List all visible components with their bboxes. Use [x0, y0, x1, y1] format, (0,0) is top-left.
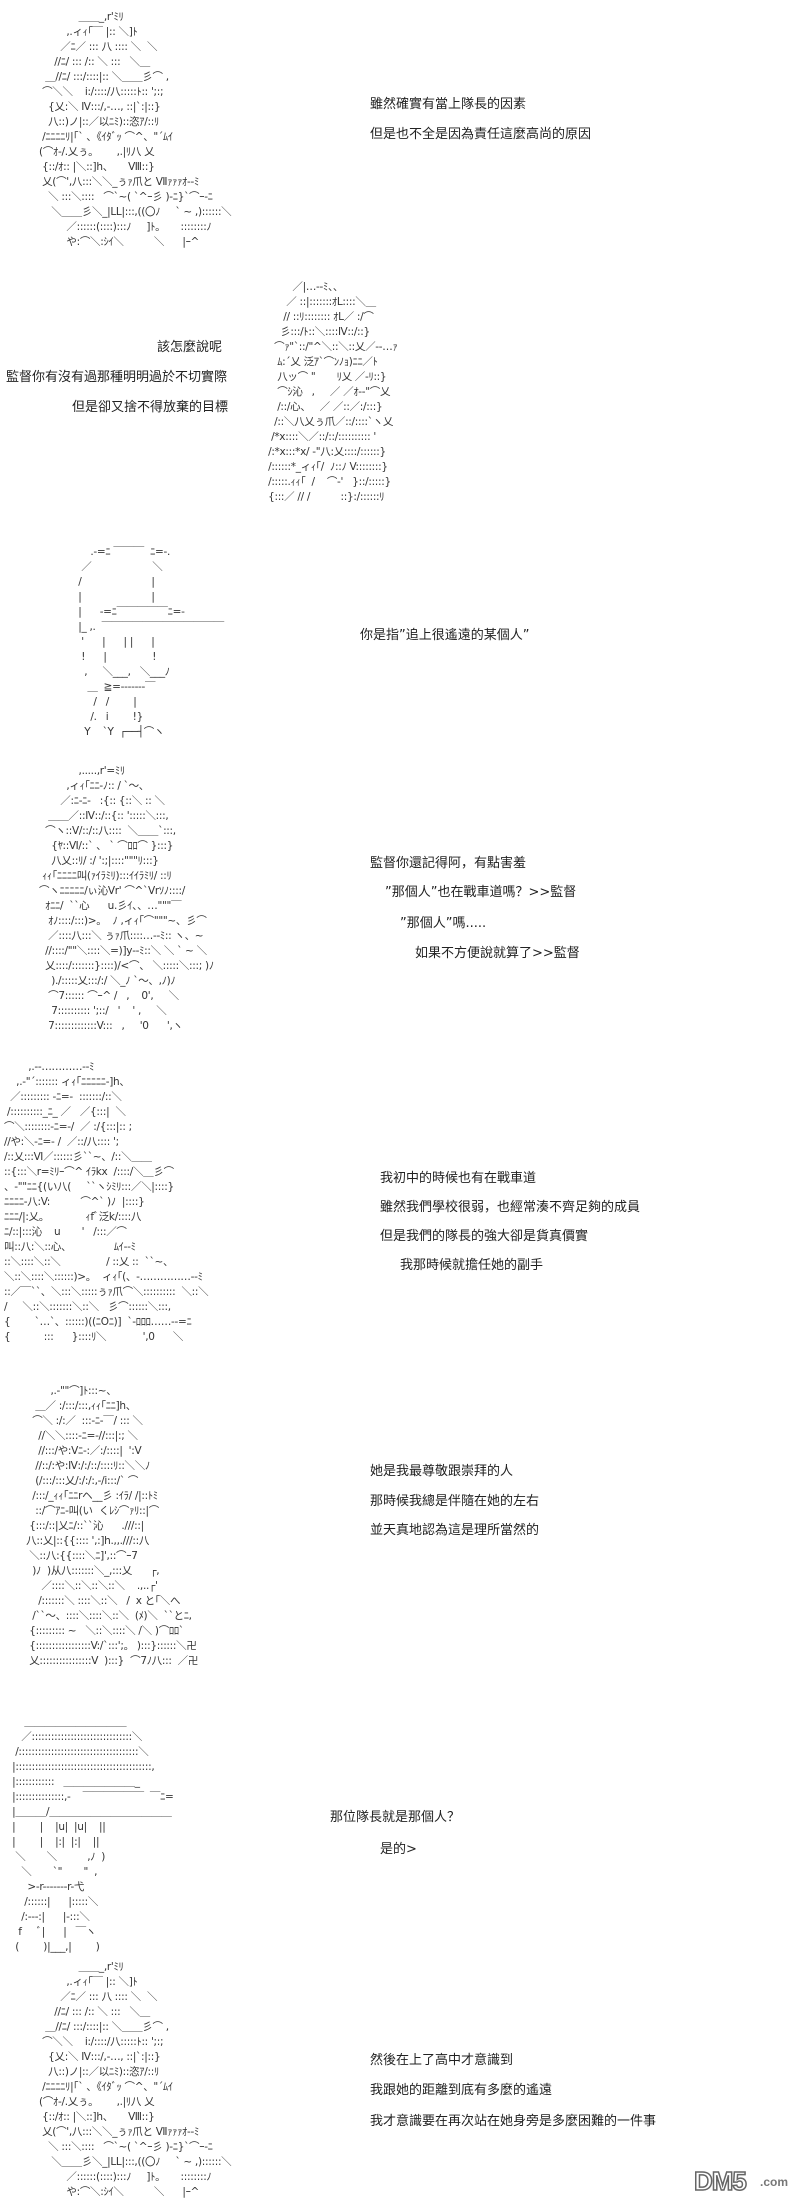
dialogue-line: 你是指”追上很遙遠的某個人” — [360, 628, 530, 644]
dialogue-line: 該怎麼說呢 — [157, 340, 223, 356]
dialogue-line: 我那時候就擔任她的副手 — [400, 1258, 544, 1274]
dialogue-line: 我才意識要在再次站在她身旁是多麼困難的一件事 — [370, 2114, 657, 2130]
dialogue-line: 並天真地認為這是理所當然的 — [370, 1523, 540, 1539]
dialogue-line: 但是卻又捨不得放棄的目標 — [72, 400, 229, 416]
dialogue-line: 但是也不全是因為責任這麼高尚的原因 — [370, 127, 592, 143]
dialogue-line: 我跟她的距離到底有多麼的遙遠 — [370, 2083, 553, 2099]
dialogue-line: 監督你還記得阿，有點害羞 — [370, 856, 527, 872]
ascii-art-character-7: ＿＿＿＿＿＿＿＿＿＿ ／::::::::::::::::::::::::::::… — [12, 1716, 174, 1953]
dialogue-line: ”那個人”嗎..... — [400, 916, 487, 932]
watermark-brand: DM5 — [693, 2165, 747, 2197]
ascii-art-character-8: ＿＿_,r'ﾐﾘ ,.ィｨ｢￣ |:: ＼]ﾄ ／ﾆ／ ::: 八 :::: ＼… — [39, 1961, 232, 2198]
ascii-art-character-2: ／|…‐‐ﾐ、、 ／ ::|:::::::ｵL::::＼＿ // ::ﾘ::::… — [268, 281, 398, 503]
ascii-art-character-6: ,.-""⌒]ﾄ:::~、 ＿／ :/:::/:::,ｨｨ｢ﾆﾆ]h、 ⌒＼ :… — [26, 1385, 199, 1667]
dialogue-line: 那位隊長就是那個人？ — [330, 1810, 461, 1826]
dialogue-line: 然後在上了高中才意識到 — [370, 2053, 514, 2069]
dialogue-line: 雖然我們學校很弱，也經常湊不齊足夠的成員 — [380, 1200, 641, 1216]
dialogue-line: 是的> — [380, 1842, 417, 1858]
ascii-art-character-3: .-=ﾆ ￣￣￣ ﾆ=-. ／ ＼ / | | | | -=ﾆ￣￣￣￣￣ﾆ=- … — [78, 546, 225, 738]
ascii-art-character-1: ＿＿_,r'ﾐﾘ ,.ィｨ｢￣ |:: ＼]ﾄ ／ﾆ／ ::: 八 :::: ＼… — [39, 11, 232, 248]
watermark-domain: .com — [760, 2175, 789, 2189]
dialogue-line: 她是我最尊敬跟崇拜的人 — [370, 1464, 514, 1480]
dialogue-line: 但是我們的隊長的強大卻是貨真價實 — [380, 1229, 589, 1245]
dialogue-line: 雖然確實有當上隊長的因素 — [370, 97, 527, 113]
dialogue-line: ”那個人”也在戰車道嗎？>>監督 — [385, 885, 577, 901]
dialogue-line: 監督你有沒有過那種明明過於不切實際 — [6, 370, 228, 386]
ascii-art-character-4: ,.....,r'=ﾐﾘ ,ィｨ｢ﾆﾆ-ﾉ:: / `～、 ／:ﾆ-ﾆ- :{:… — [39, 765, 214, 1032]
ascii-art-character-5: ,.-‐…………‐-ﾐ ,.-"´::::::: ィｨ｢ﾆﾆﾆﾆﾆ-]h、 ／:… — [4, 1061, 209, 1343]
dialogue-line: 我初中的時候也有在戰車道 — [380, 1171, 537, 1187]
dm5-watermark-logo: DM5 .com — [693, 2158, 794, 2197]
dialogue-line: 如果不方便說就算了>>監督 — [415, 946, 580, 962]
dialogue-line: 那時候我總是伴隨在她的左右 — [370, 1494, 540, 1510]
